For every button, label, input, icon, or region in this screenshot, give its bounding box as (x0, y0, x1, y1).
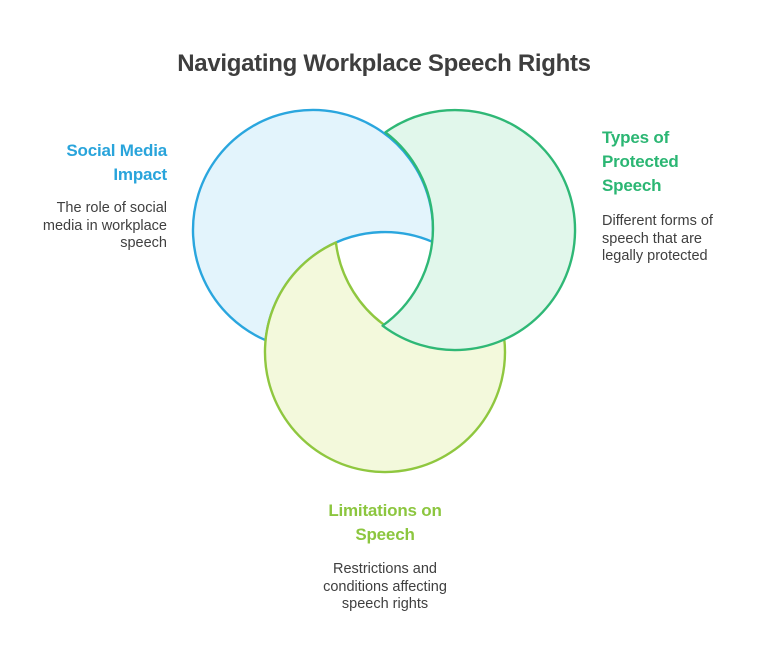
protected-speech-description: Different forms of speech that are legal… (602, 213, 713, 264)
social-media-label: Social Media Impact (66, 141, 167, 184)
protected-speech-label-block: Types of Protected Speech Different form… (602, 126, 752, 266)
venn-circle-protected-speech (381, 108, 577, 352)
limitations-label-block: Limitations on Speech Restrictions and c… (275, 499, 495, 614)
social-media-label-block: Social Media Impact The role of social m… (27, 139, 167, 253)
limitations-description: Restrictions and conditions affecting sp… (323, 561, 447, 612)
protected-speech-label: Types of Protected Speech (602, 128, 679, 195)
page-title: Navigating Workplace Speech Rights (177, 50, 591, 77)
social-media-description: The role of social media in workplace sp… (42, 200, 167, 251)
limitations-label: Limitations on Speech (328, 501, 442, 544)
